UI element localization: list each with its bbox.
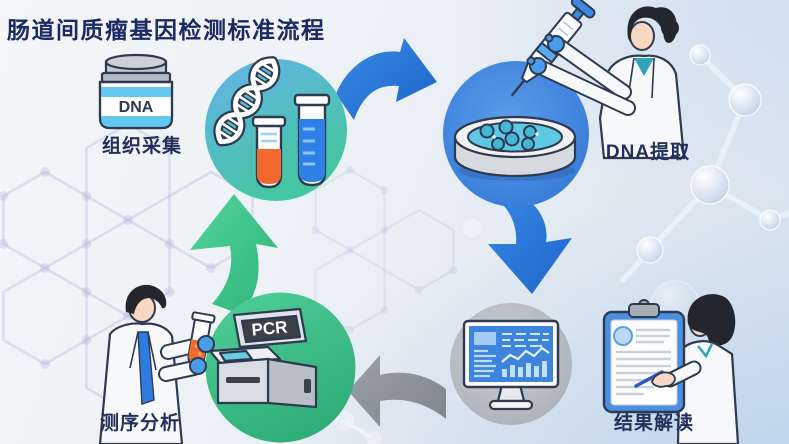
lab-glove-icon <box>526 33 565 75</box>
step-label-sequencing-analysis: 测序分析 <box>99 413 180 434</box>
dna-helix-icon <box>213 56 281 147</box>
arrow-sequencing-to-collection-icon <box>190 194 278 314</box>
analysis-monitor-icon <box>450 303 572 425</box>
test-tube-orange-icon <box>251 115 287 189</box>
hand-icon <box>651 371 676 388</box>
petri-dish-icon <box>443 61 589 207</box>
test-tube-blue-icon <box>293 93 331 187</box>
pcr-screen-text: PCR <box>251 317 288 339</box>
scientist-sequencing-figure <box>98 284 216 444</box>
arrow-extraction-to-analysis-icon <box>480 184 572 294</box>
step-label-tissue-collection: 组织采集 <box>101 136 182 157</box>
pcr-machine-icon: PCR <box>205 292 356 443</box>
page-title: 肠道间质瘤基因检测标准流程 <box>7 17 326 43</box>
scientist-extraction-figure <box>510 0 686 160</box>
dna-jar-icon: DNA <box>98 53 174 130</box>
step-label-dna-extraction: DNA提取 <box>605 142 691 163</box>
arrow-collection-to-extraction-icon <box>336 38 437 120</box>
lab-glove-icon <box>189 335 215 375</box>
arrow-analysis-to-sequencing-icon <box>348 355 446 427</box>
jar-label-text: DNA <box>119 99 154 116</box>
step-label-result-interpretation: 结果解读 <box>613 413 694 434</box>
clipboard-report-icon <box>602 294 740 444</box>
sample-hub-circle <box>205 56 347 201</box>
